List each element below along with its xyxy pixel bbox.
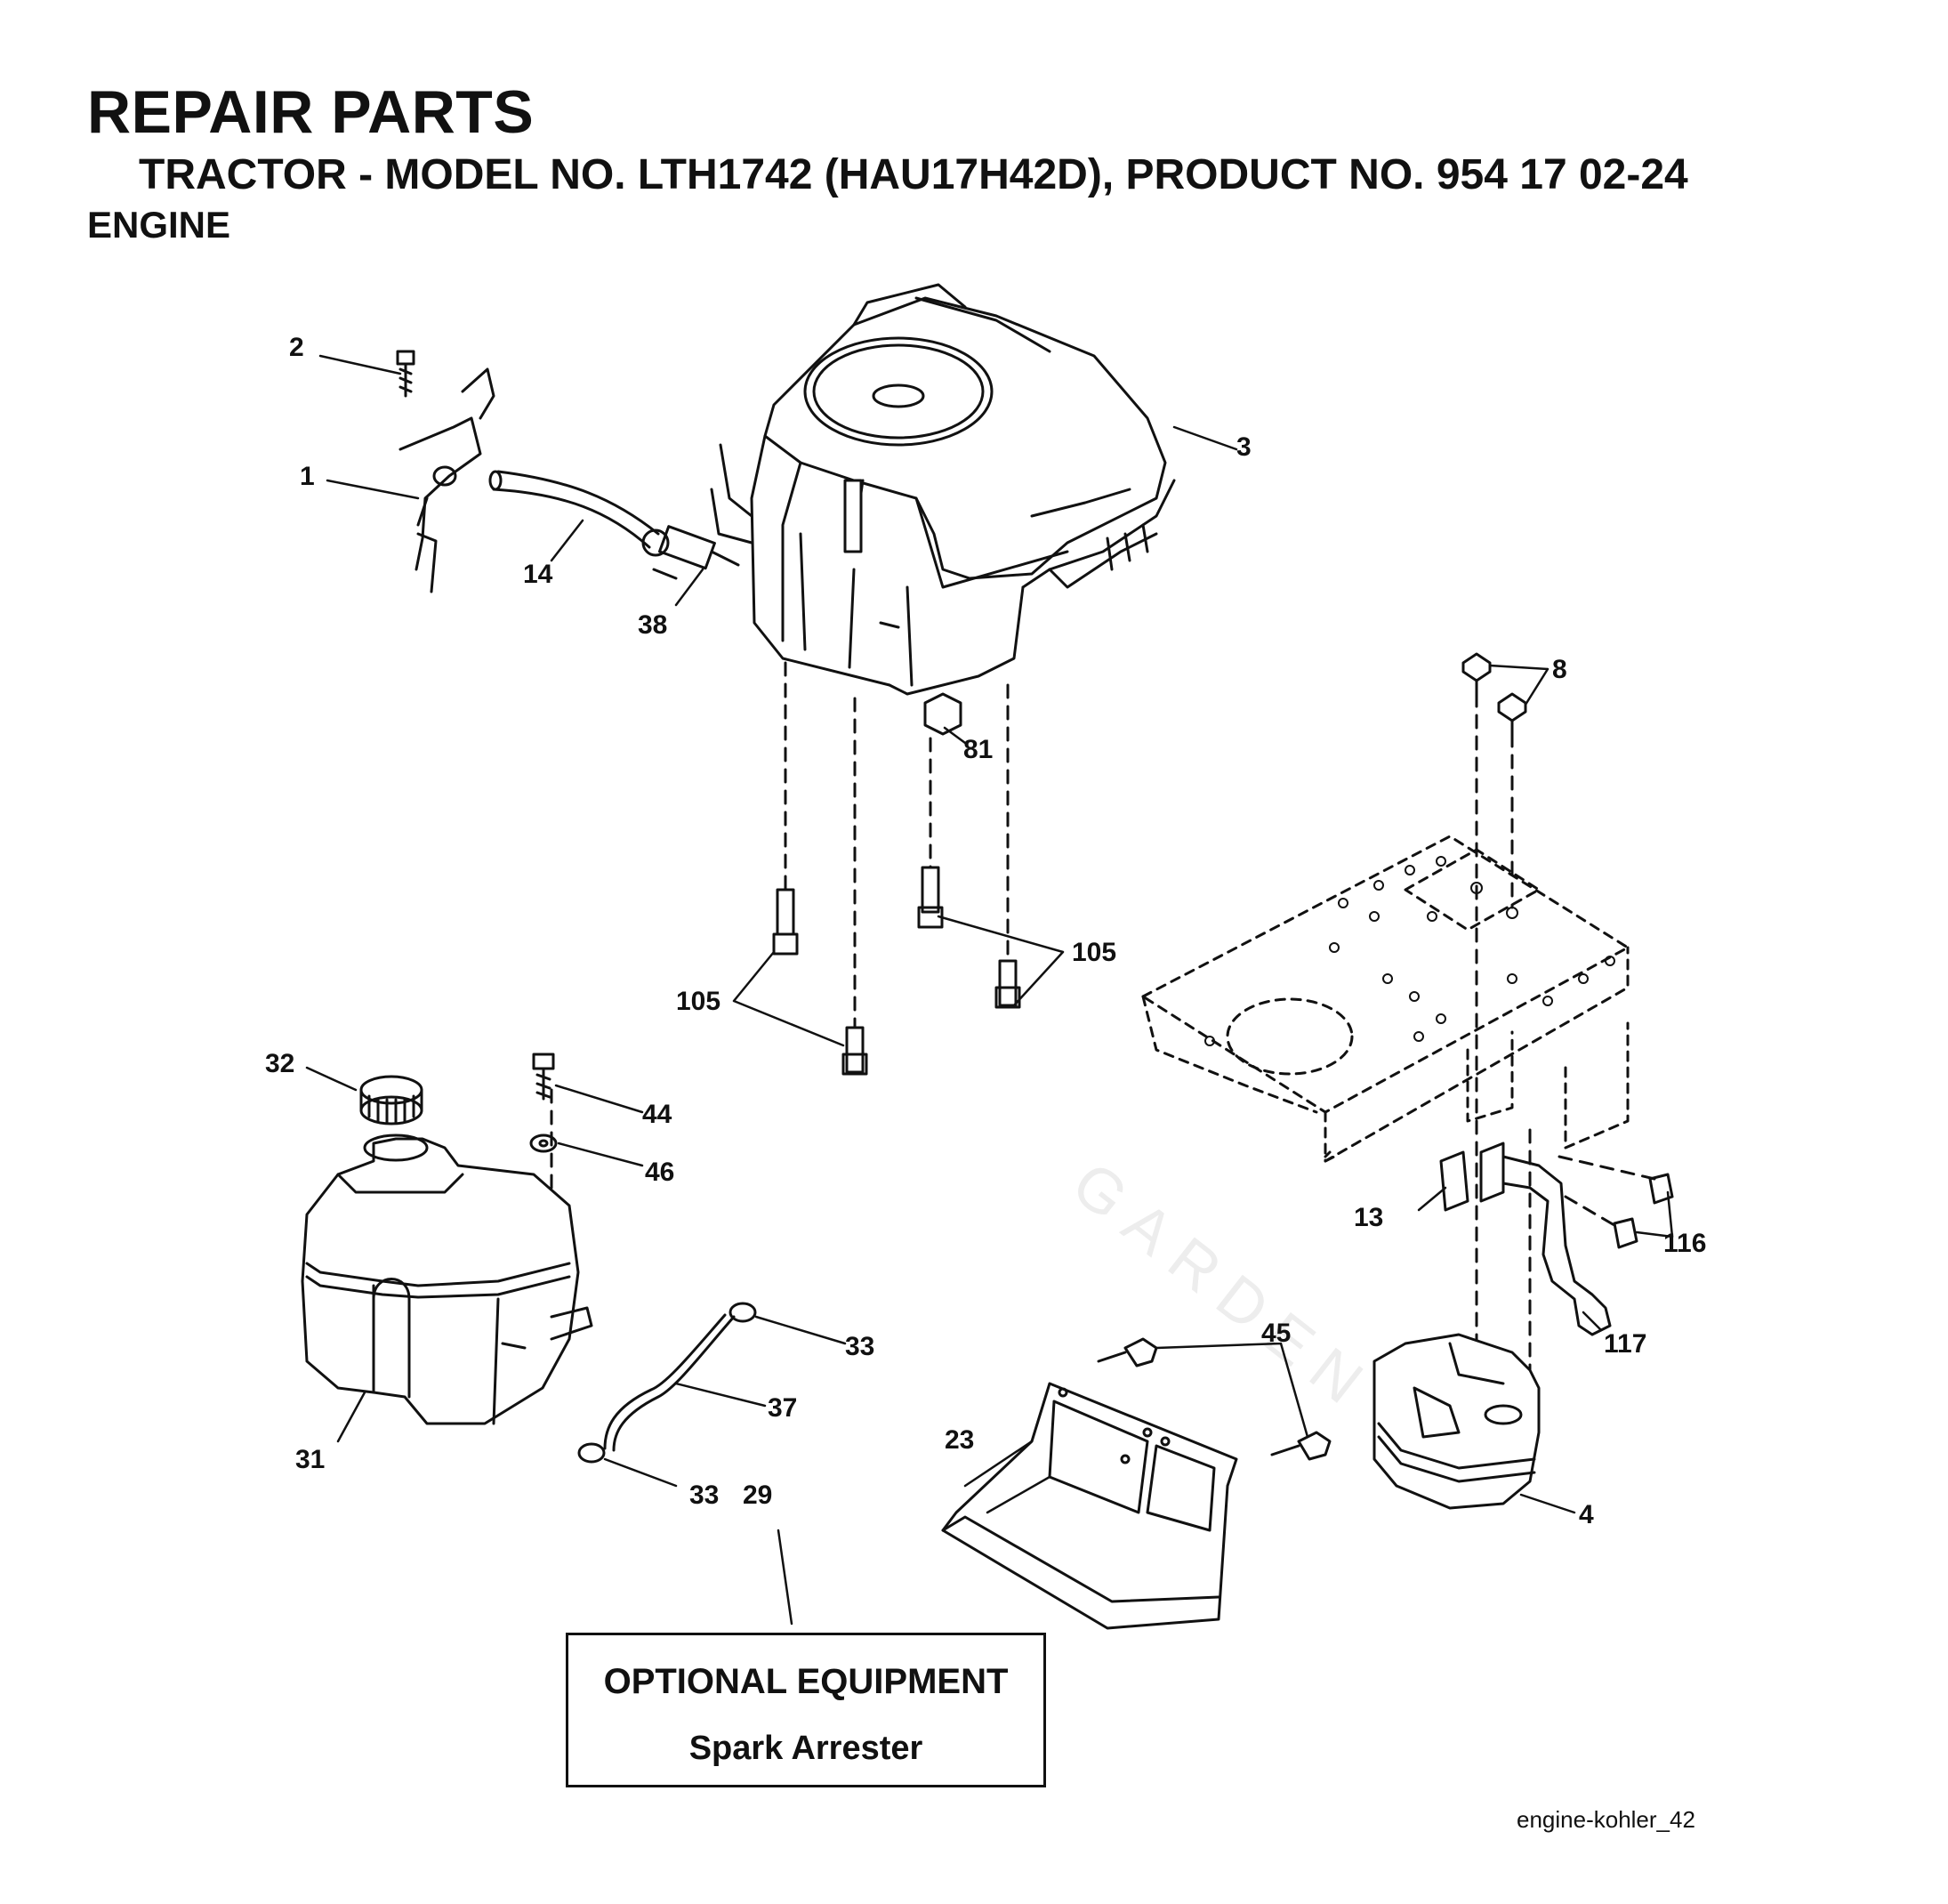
assembly-guide-lines bbox=[550, 661, 1656, 1399]
callout-105-right: 105 bbox=[1072, 938, 1116, 967]
callout-46: 46 bbox=[645, 1158, 674, 1187]
mounting-bolt-part[interactable] bbox=[772, 866, 1021, 1076]
throttle-control-part[interactable] bbox=[398, 367, 495, 593]
exhaust-nut-part[interactable] bbox=[1613, 1173, 1674, 1249]
muffler-part[interactable] bbox=[1372, 1333, 1541, 1510]
fuel-hose-part[interactable] bbox=[577, 1302, 757, 1464]
callout-1: 1 bbox=[300, 462, 315, 491]
optional-equipment-box: OPTIONAL EQUIPMENT Spark Arrester bbox=[566, 1633, 1046, 1787]
section-title: ENGINE bbox=[87, 204, 231, 246]
callout-116: 116 bbox=[1663, 1229, 1706, 1258]
callout-8: 8 bbox=[1552, 655, 1567, 684]
callout-37: 37 bbox=[768, 1393, 797, 1423]
callout-44: 44 bbox=[642, 1100, 672, 1129]
fuel-cap-part[interactable] bbox=[359, 1075, 423, 1125]
fuel-line-part[interactable] bbox=[488, 470, 660, 549]
callout-3: 3 bbox=[1236, 432, 1252, 462]
fuel-filter-part[interactable] bbox=[641, 525, 740, 580]
callout-14: 14 bbox=[523, 560, 553, 589]
optional-equipment-title: OPTIONAL EQUIPMENT bbox=[603, 1662, 1009, 1701]
frame-screw-part[interactable] bbox=[1461, 652, 1527, 736]
drain-plug-part[interactable] bbox=[923, 692, 962, 736]
heat-shield-part[interactable] bbox=[941, 1337, 1332, 1630]
callouts: 2 1 3 14 38 81 8 105 105 32 44 46 33 37 … bbox=[265, 333, 1706, 1529]
leader-lines bbox=[305, 354, 1674, 1626]
engine-part[interactable] bbox=[710, 283, 1176, 696]
tank-screw-part[interactable] bbox=[529, 1053, 558, 1153]
callout-2: 2 bbox=[289, 333, 304, 362]
callout-105-left: 105 bbox=[676, 987, 720, 1016]
page-title: REPAIR PARTS bbox=[87, 78, 535, 146]
callout-32: 32 bbox=[265, 1049, 294, 1078]
exhaust-gasket-part[interactable] bbox=[1439, 1142, 1505, 1212]
exhaust-pipe-part[interactable] bbox=[1501, 1155, 1612, 1336]
callout-45: 45 bbox=[1261, 1319, 1291, 1348]
diagram-reference: engine-kohler_42 bbox=[1517, 1806, 1695, 1833]
frame-holes bbox=[1204, 856, 1615, 1046]
fuel-tank-part[interactable] bbox=[301, 1134, 593, 1425]
callout-23: 23 bbox=[945, 1425, 974, 1455]
callout-81: 81 bbox=[963, 735, 993, 764]
callout-29: 29 bbox=[743, 1480, 772, 1510]
callout-4: 4 bbox=[1579, 1500, 1594, 1529]
page-subtitle: TRACTOR - MODEL NO. LTH1742 (HAU17H42D),… bbox=[139, 151, 1688, 198]
callout-13: 13 bbox=[1354, 1203, 1383, 1232]
callout-117: 117 bbox=[1604, 1329, 1646, 1359]
screw-part[interactable] bbox=[396, 350, 415, 398]
callout-33-bottom: 33 bbox=[689, 1480, 719, 1510]
tractor-frame bbox=[1141, 835, 1630, 1163]
callout-33-top: 33 bbox=[845, 1332, 874, 1361]
page-header: REPAIR PARTS TRACTOR - MODEL NO. LTH1742… bbox=[87, 78, 1688, 247]
callout-38: 38 bbox=[638, 610, 667, 640]
optional-equipment-item: Spark Arrester bbox=[688, 1730, 923, 1767]
callout-31: 31 bbox=[295, 1445, 325, 1474]
